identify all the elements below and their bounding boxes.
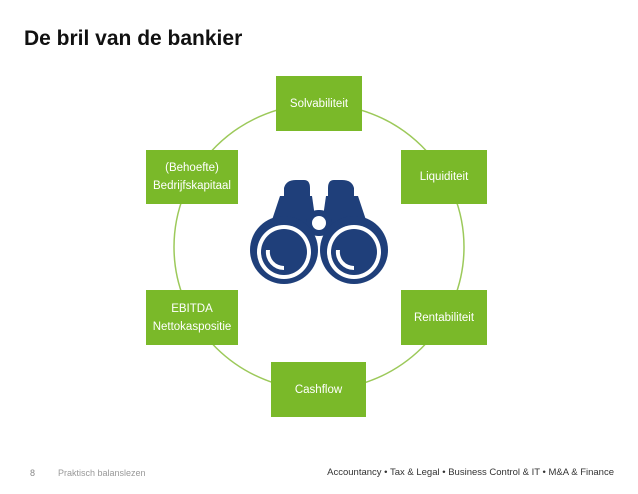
- box-liquiditeit: Liquiditeit: [401, 150, 487, 204]
- box-cashflow-label: Cashflow: [294, 383, 343, 396]
- binoculars-icon: [250, 180, 388, 284]
- box-solvabiliteit-label: Solvabiliteit: [289, 97, 349, 110]
- box-ebitda-label-line2: Nettokaspositie: [152, 320, 232, 333]
- footer-services: Accountancy • Tax & Legal • Business Con…: [327, 467, 614, 478]
- page-number: 8: [30, 468, 36, 478]
- box-bedrijfskapitaal-label-line1: (Behoefte): [165, 162, 219, 174]
- box-liquiditeit-label: Liquiditeit: [419, 171, 469, 183]
- page-title: De bril van de bankier: [24, 27, 243, 50]
- box-solvabiliteit: Solvabiliteit: [276, 76, 362, 131]
- box-ebitda: EBITDA Nettokaspositie: [146, 290, 238, 345]
- box-rentabiliteit: Rentabiliteit: [401, 290, 487, 345]
- box-cashflow: Cashflow: [271, 362, 366, 417]
- box-bedrijfskapitaal: (Behoefte) Bedrijfskapitaal: [146, 150, 238, 204]
- box-rentabiliteit-label: Rentabiliteit: [413, 311, 475, 324]
- footer-document-title: Praktisch balanslezen: [58, 468, 146, 478]
- box-ebitda-label-line1: EBITDA: [171, 302, 213, 315]
- box-bedrijfskapitaal-label-line2: Bedrijfskapitaal: [153, 180, 231, 192]
